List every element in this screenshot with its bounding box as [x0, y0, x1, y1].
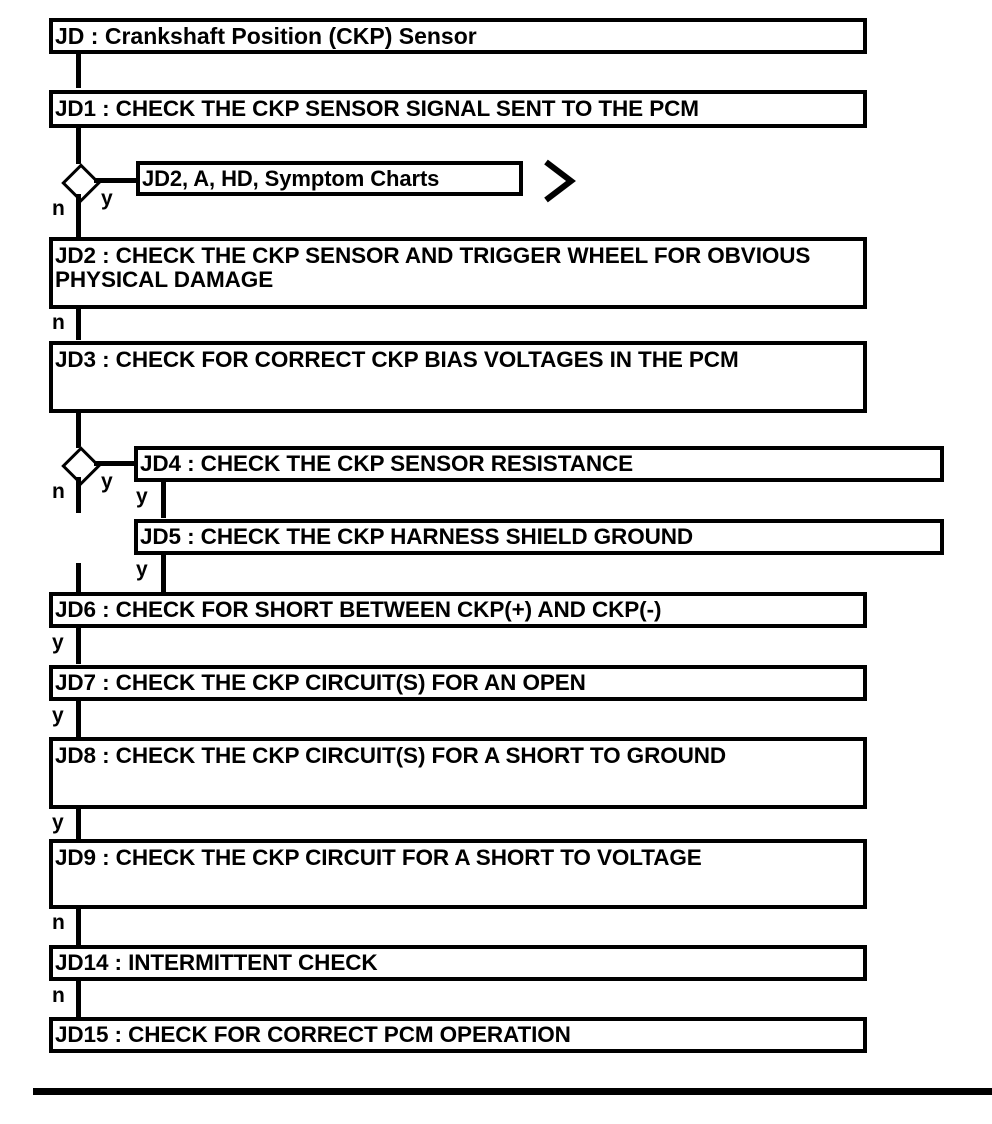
branch-label-decision1-yes: y — [101, 187, 113, 210]
node-jd8[interactable]: JD8 : CHECK THE CKP CIRCUIT(S) FOR A SHO… — [49, 737, 867, 809]
branch-label-jd8-yes: y — [52, 811, 64, 834]
diamond-shape-icon — [61, 163, 101, 203]
connector-jd3-to-decision2 — [76, 413, 81, 448]
node-jd4-label: JD4 : CHECK THE CKP SENSOR RESISTANCE — [140, 451, 634, 477]
connector-jd2-to-jd3 — [76, 309, 81, 340]
branch-label-decision2-no: n — [52, 480, 65, 503]
decision-2-diamond[interactable] — [61, 446, 101, 486]
branch-label-jd6-yes: y — [52, 631, 64, 654]
node-jd5[interactable]: JD5 : CHECK THE CKP HARNESS SHIELD GROUN… — [134, 519, 944, 555]
footer-divider — [33, 1088, 992, 1095]
node-jd2-label: JD2 : CHECK THE CKP SENSOR AND TRIGGER W… — [55, 243, 817, 292]
node-jd8-label: JD8 : CHECK THE CKP CIRCUIT(S) FOR A SHO… — [55, 743, 727, 768]
branch-label-jd7-yes: y — [52, 704, 64, 727]
node-reference-charts[interactable]: JD2, A, HD, Symptom Charts — [136, 161, 523, 196]
connector-decision2-no — [76, 477, 81, 513]
offpage-chevron-icon — [541, 158, 577, 204]
connector-jd9-to-jd14 — [76, 909, 81, 945]
node-jd9-label: JD9 : CHECK THE CKP CIRCUIT FOR A SHORT … — [55, 845, 702, 870]
connector-decision2-yes — [94, 461, 136, 466]
connector-jd1-to-decision1 — [76, 128, 81, 164]
node-title-label: JD : Crankshaft Position (CKP) Sensor — [55, 22, 477, 49]
node-jd7[interactable]: JD7 : CHECK THE CKP CIRCUIT(S) FOR AN OP… — [49, 665, 867, 701]
branch-label-jd4-yes: y — [136, 485, 148, 508]
connector-jd4-to-jd5 — [161, 482, 166, 518]
connector-jd14-to-jd15 — [76, 981, 81, 1017]
node-jd6-label: JD6 : CHECK FOR SHORT BETWEEN CKP(+) AND… — [55, 597, 662, 623]
connector-jd8-to-jd9 — [76, 809, 81, 840]
node-jd4[interactable]: JD4 : CHECK THE CKP SENSOR RESISTANCE — [134, 446, 944, 482]
branch-label-jd2-no: n — [52, 311, 65, 334]
node-jd5-label: JD5 : CHECK THE CKP HARNESS SHIELD GROUN… — [140, 524, 694, 550]
node-jd14[interactable]: JD14 : INTERMITTENT CHECK — [49, 945, 867, 981]
node-jd3[interactable]: JD3 : CHECK FOR CORRECT CKP BIAS VOLTAGE… — [49, 341, 867, 413]
node-title[interactable]: JD : Crankshaft Position (CKP) Sensor — [49, 18, 867, 54]
connector-title-to-jd1 — [76, 54, 81, 88]
decision-1-diamond[interactable] — [61, 163, 101, 203]
connector-decision1-no — [76, 194, 81, 244]
node-jd14-label: JD14 : INTERMITTENT CHECK — [55, 950, 378, 976]
branch-label-jd14-no: n — [52, 984, 65, 1007]
node-jd15-label: JD15 : CHECK FOR CORRECT PCM OPERATION — [55, 1022, 571, 1048]
branch-label-jd9-no: n — [52, 911, 65, 934]
connector-jd6-to-jd7 — [76, 628, 81, 664]
branch-label-decision1-no: n — [52, 197, 65, 220]
branch-label-jd5-yes: y — [136, 558, 148, 581]
node-jd2[interactable]: JD2 : CHECK THE CKP SENSOR AND TRIGGER W… — [49, 237, 867, 309]
node-jd9[interactable]: JD9 : CHECK THE CKP CIRCUIT FOR A SHORT … — [49, 839, 867, 909]
node-jd3-label: JD3 : CHECK FOR CORRECT CKP BIAS VOLTAGE… — [55, 347, 739, 372]
connector-jd5-to-jd6 — [161, 555, 166, 596]
connector-decision1-yes — [94, 178, 138, 183]
node-jd7-label: JD7 : CHECK THE CKP CIRCUIT(S) FOR AN OP… — [55, 670, 586, 696]
node-reference-charts-label: JD2, A, HD, Symptom Charts — [142, 165, 440, 191]
connector-jd7-to-jd8 — [76, 701, 81, 737]
node-jd1-label: JD1 : CHECK THE CKP SENSOR SIGNAL SENT T… — [55, 96, 699, 122]
diamond-shape-icon — [61, 446, 101, 486]
branch-label-decision2-yes: y — [101, 470, 113, 493]
node-jd6[interactable]: JD6 : CHECK FOR SHORT BETWEEN CKP(+) AND… — [49, 592, 867, 628]
node-jd1[interactable]: JD1 : CHECK THE CKP SENSOR SIGNAL SENT T… — [49, 90, 867, 128]
connector-decision2-no-lower — [76, 563, 81, 596]
node-jd15[interactable]: JD15 : CHECK FOR CORRECT PCM OPERATION — [49, 1017, 867, 1053]
